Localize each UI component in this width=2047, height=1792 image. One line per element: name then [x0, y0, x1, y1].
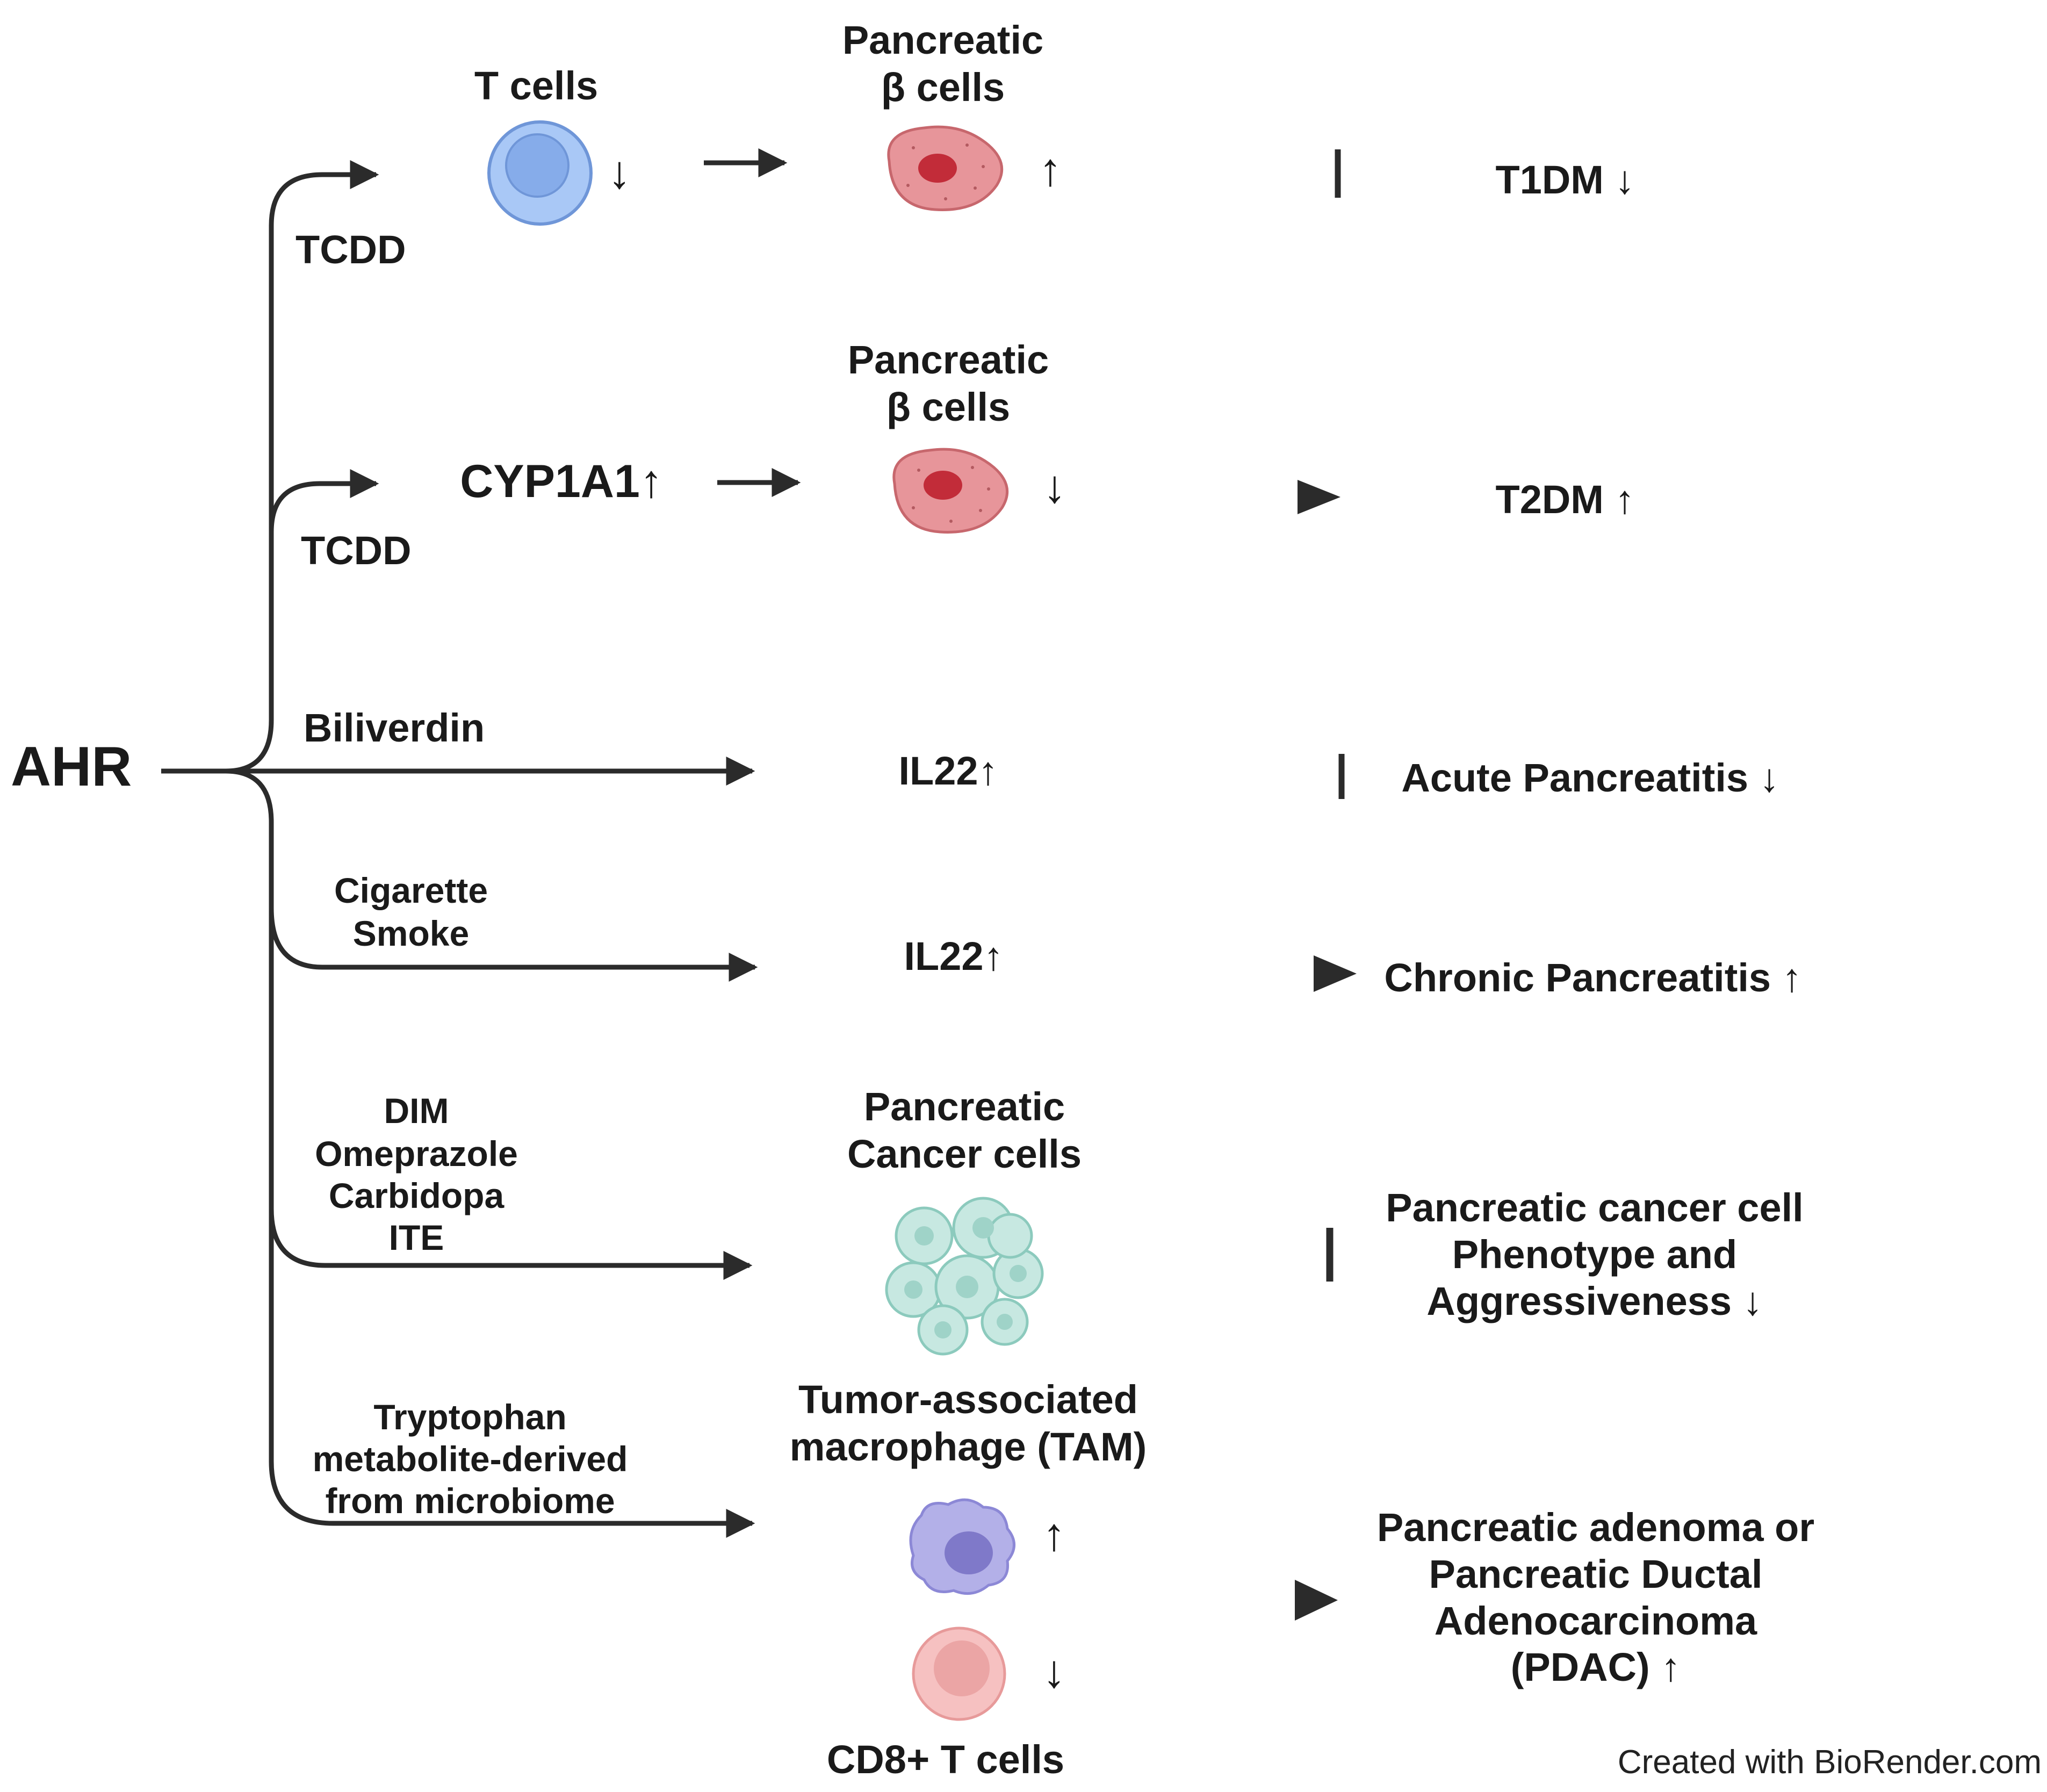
- b1-cell-arrow: ↑: [1039, 144, 1062, 196]
- b1-outcome: T1DM ↓: [1496, 157, 1635, 202]
- b3-mediator: IL22↑: [898, 749, 998, 793]
- b6-inducer-1: Tryptophan: [373, 1397, 566, 1437]
- b4-inducer-2: Smoke: [353, 913, 469, 953]
- b5-inducer-4: ITE: [389, 1218, 444, 1257]
- b5-cell-label-1: Pancreatic: [864, 1084, 1065, 1129]
- beta-cell-icon: [887, 125, 1004, 211]
- b6-cell2-arrow: ↓: [1043, 1646, 1066, 1697]
- b6-inducer-2: metabolite-derived: [313, 1439, 628, 1479]
- b5-outcome-1: Pancreatic cancer cell: [1386, 1185, 1804, 1230]
- t-cell-icon: [487, 120, 593, 226]
- cd8-t-cell-icon: [912, 1627, 1006, 1721]
- b6-promote-head: [1295, 1580, 1338, 1621]
- b4-inducer-1: Cigarette: [334, 870, 488, 910]
- b6-cell-label-1: Tumor-associated: [798, 1377, 1138, 1422]
- b6-outcome-3: Adenocarcinoma: [1435, 1599, 1757, 1643]
- trunk-lower-line: [225, 768, 755, 1538]
- b4-mediator: IL22↑: [904, 934, 1003, 978]
- b6-cell-label-2: macrophage (TAM): [790, 1424, 1147, 1469]
- b1-inducer: TCDD: [295, 227, 406, 272]
- b2-inducer: TCDD: [301, 528, 412, 573]
- branch-5-line: [269, 1208, 753, 1280]
- b2-outcome: T2DM ↑: [1496, 477, 1635, 522]
- branch-2-line: [269, 469, 379, 591]
- b6-cell-arrow: ↑: [1043, 1509, 1066, 1560]
- b4-promote-head: [1314, 955, 1357, 992]
- b3-outcome: Acute Pancreatitis ↓: [1401, 755, 1779, 800]
- b1-mediator-arrow: ↓: [608, 147, 631, 198]
- ahr-label: AHR: [11, 736, 132, 798]
- b1-cell-label-1: Pancreatic: [842, 18, 1043, 62]
- b5-inducer-2: Omeprazole: [315, 1134, 518, 1174]
- b2-promote-head: [1298, 480, 1340, 514]
- biorender-credit: Created with BioRender.com: [1618, 1744, 2042, 1781]
- b6-cell2-label: CD8+ T cells: [827, 1737, 1064, 1782]
- b2-mediator: CYP1A1↑: [460, 456, 663, 507]
- beta-cell-icon: [892, 448, 1009, 534]
- b6-inducer-3: from microbiome: [325, 1481, 615, 1521]
- b4-outcome: Chronic Pancreatitis ↑: [1384, 955, 1801, 1000]
- b5-outcome-2: Phenotype and: [1452, 1232, 1737, 1277]
- b2-cell-label-2: β cells: [886, 385, 1010, 429]
- b5-inducer-1: DIM: [384, 1091, 449, 1131]
- b6-outcome-4: (PDAC) ↑: [1511, 1645, 1681, 1689]
- b5-cell-label-2: Cancer cells: [847, 1132, 1082, 1176]
- b1-cell-label-2: β cells: [881, 65, 1005, 110]
- b5-outcome-3: Aggressiveness ↓: [1426, 1279, 1762, 1323]
- branch-4-line: [269, 908, 758, 982]
- b6-outcome-2: Pancreatic Ductal: [1429, 1552, 1762, 1596]
- b6-outcome-1: Pancreatic adenoma or: [1377, 1505, 1814, 1550]
- b2-cell-label-1: Pancreatic: [848, 337, 1049, 382]
- b1-mediator-label: T cells: [474, 63, 598, 108]
- trunk-upper-line: [225, 160, 379, 774]
- cancer-cells-icon: [885, 1197, 1044, 1356]
- macrophage-icon: [909, 1498, 1015, 1595]
- b5-inducer-3: Carbidopa: [329, 1176, 505, 1215]
- b2-cell-arrow: ↓: [1043, 461, 1066, 513]
- b3-inducer: Biliverdin: [304, 706, 485, 750]
